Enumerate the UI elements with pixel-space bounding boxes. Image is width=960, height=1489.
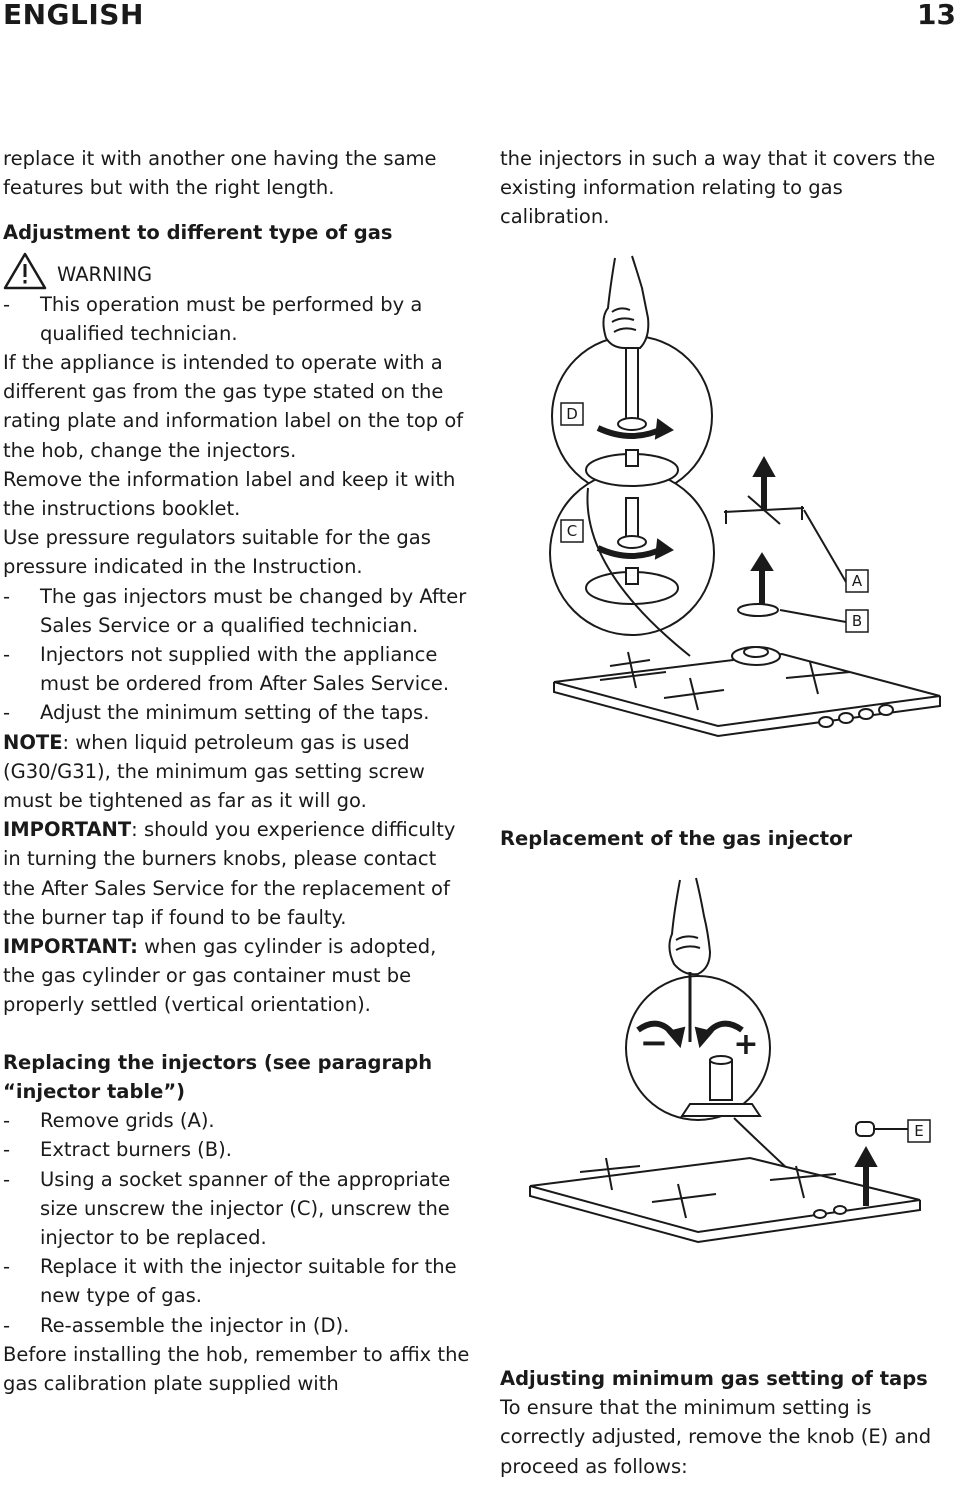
plus-sign: + [733, 1027, 758, 1062]
heading-adjusting-minimum: Adjusting minimum gas setting of taps [500, 1367, 928, 1390]
warning-block: WARNING [3, 248, 473, 290]
paragraph-adjusting-minimum: To ensure that the minimum setting is co… [500, 1396, 932, 1478]
right-column: the injectors in such a way that it cove… [500, 144, 955, 232]
important-paragraph-cylinder: IMPORTANT: when gas cylinder is adopted,… [3, 935, 437, 1017]
note-label: NOTE [3, 730, 63, 754]
list-item: -Replace it with the injector suitable f… [3, 1255, 457, 1308]
paragraph-calibration-continued: the injectors in such a way that it cove… [500, 147, 936, 229]
list-item: -Re-assemble the injector in (D). [3, 1313, 350, 1337]
heading-replacing-injectors: Replacing the injectors (see paragraph “… [3, 1050, 433, 1103]
paragraph-information-label: Remove the information label and keep it… [3, 467, 456, 521]
warning-list-item: -This operation must be performed by a q… [3, 292, 423, 345]
heading-replacement-injector: Replacement of the gas injector [500, 827, 853, 850]
paragraph-cable-length: replace it with another one having the s… [3, 147, 437, 200]
list-item: -Remove grids (A). [3, 1109, 215, 1133]
warning-label: WARNING [57, 263, 153, 287]
minus-sign: − [640, 1023, 669, 1063]
list-item-injectors-ordered: -Injectors not supplied with the applian… [3, 643, 450, 696]
right-heading-block: Replacement of the gas injector [500, 824, 955, 853]
list-item: -Using a socket spanner of the appropria… [3, 1167, 451, 1249]
list-item-injectors-changed: -The gas injectors must be changed by Af… [3, 584, 467, 637]
important-label: IMPORTANT [3, 818, 132, 842]
list-item: -Extract burners (B). [3, 1138, 232, 1162]
note-paragraph: NOTE: when liquid petroleum gas is used … [3, 730, 425, 813]
warning-triangle-icon [3, 252, 47, 289]
label-b: B [852, 612, 862, 630]
heading-adjustment-gas: Adjustment to different type of gas [3, 221, 393, 245]
label-a: A [852, 572, 863, 590]
paragraph-calibration-plate: Before installing the hob, remember to a… [3, 1342, 470, 1395]
left-column: replace it with another one having the s… [3, 144, 473, 1398]
important-label: IMPORTANT: [3, 935, 138, 959]
injector-replacement-illustration: D C A B [549, 255, 941, 738]
label-e: E [914, 1122, 923, 1140]
label-c: C [567, 522, 577, 540]
page-number: 13 [917, 0, 956, 31]
list-item-minimum-setting: -Adjust the minimum setting of the taps. [3, 701, 430, 725]
injector-replacement-figure: D C A B [540, 248, 960, 738]
section-language-title: ENGLISH [3, 0, 144, 31]
paragraph-different-gas: If the appliance is intended to operate … [3, 351, 464, 462]
right-bottom-block: Adjusting minimum gas setting of taps To… [500, 1364, 955, 1481]
minimum-setting-illustration: − + E [529, 877, 931, 1244]
important-paragraph-knobs: IMPORTANT: should you experience difficu… [3, 818, 456, 929]
paragraph-pressure-regulators: Use pressure regulators suitable for the… [3, 526, 431, 579]
minimum-setting-figure: − + E [520, 872, 950, 1252]
label-d: D [566, 405, 578, 423]
